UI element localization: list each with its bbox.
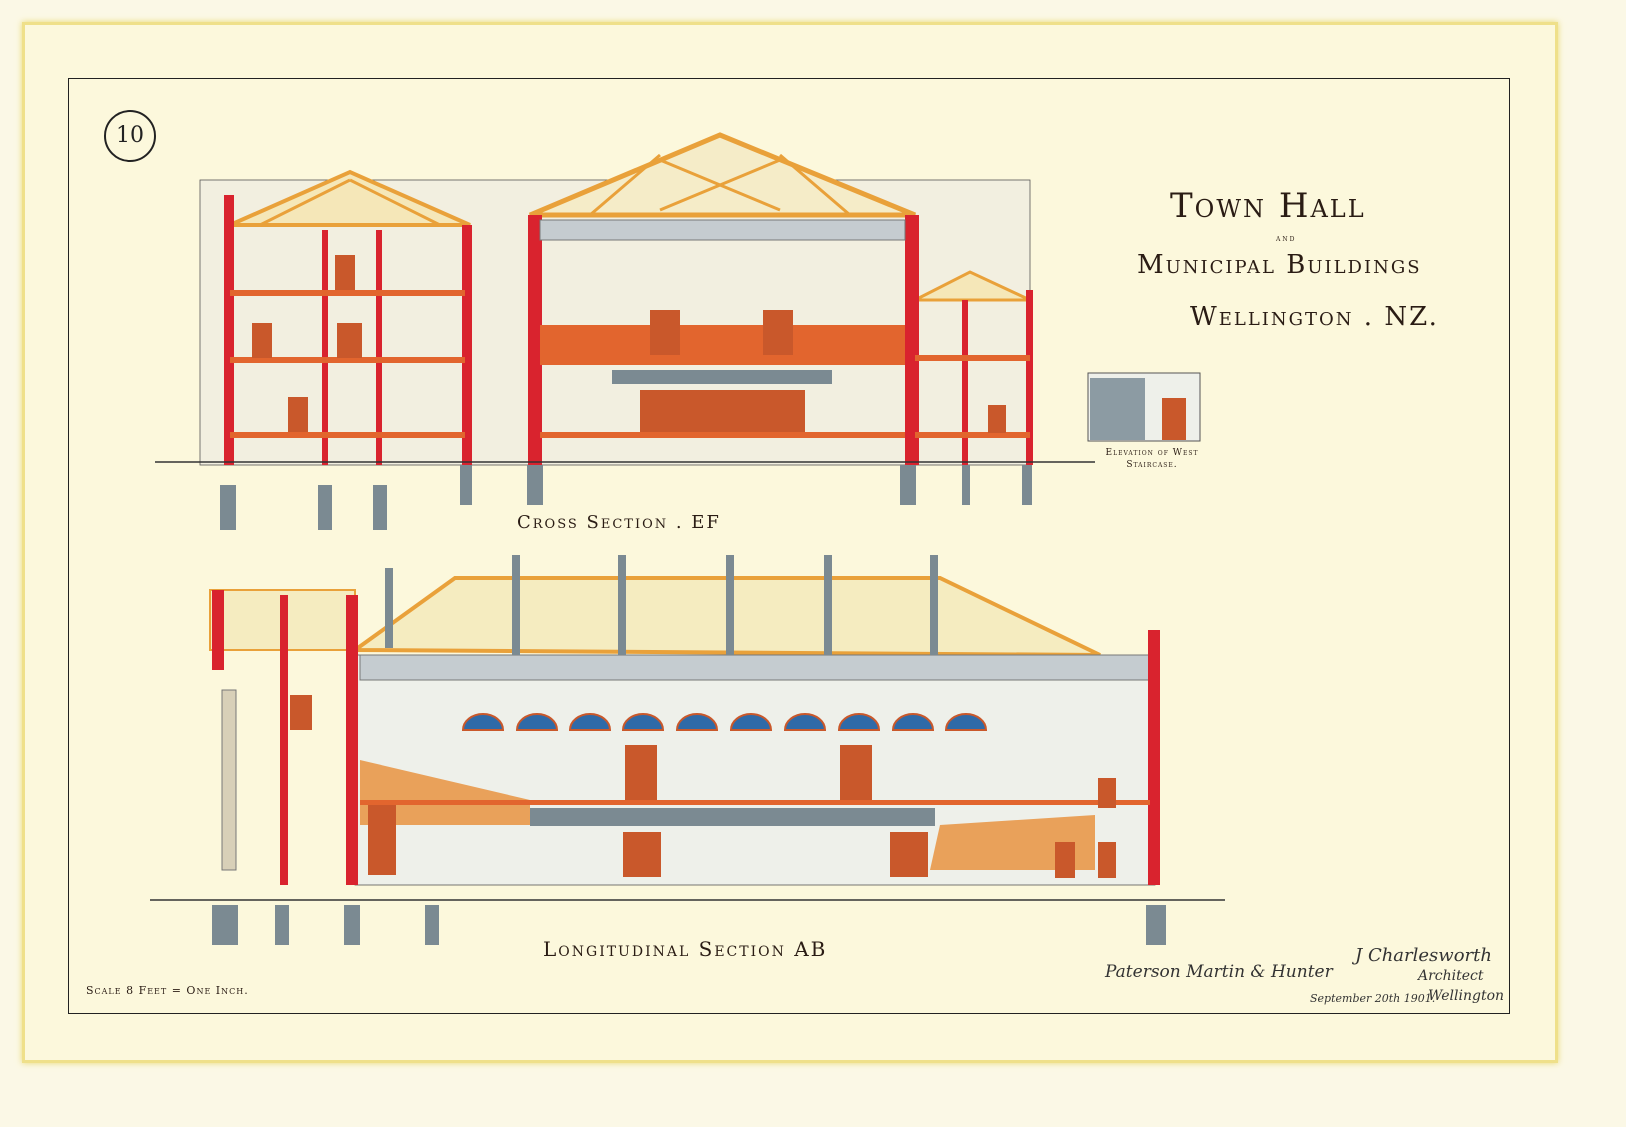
architect-signature: J Charlesworth — [1355, 945, 1492, 966]
longitudinal-section-ab-drawing — [150, 555, 1225, 945]
sheet-number: 10 — [104, 110, 156, 162]
longitudinal-section-caption: Longitudinal Section AB — [543, 937, 828, 961]
title-connector: and — [1276, 234, 1297, 244]
cross-section-ef-drawing — [155, 132, 1095, 530]
west-staircase-caption: Elevation of West Staircase. — [1105, 448, 1199, 470]
contractor-signature: Paterson Martin & Hunter — [1105, 962, 1333, 982]
drawing-border — [68, 78, 1510, 1014]
west-staircase-elevation — [1087, 372, 1201, 442]
architect-city: Wellington — [1428, 988, 1505, 1004]
title-line-1: Town Hall — [1170, 186, 1366, 226]
title-line-3: Wellington . NZ. — [1190, 302, 1439, 332]
title-line-2: Municipal Buildings — [1137, 250, 1422, 280]
architect-title: Architect — [1418, 968, 1484, 984]
scale-note: Scale 8 Feet = One Inch. — [86, 984, 249, 997]
cross-section-caption: Cross Section . EF — [517, 512, 721, 533]
signature-date: September 20th 1901. — [1310, 992, 1436, 1005]
